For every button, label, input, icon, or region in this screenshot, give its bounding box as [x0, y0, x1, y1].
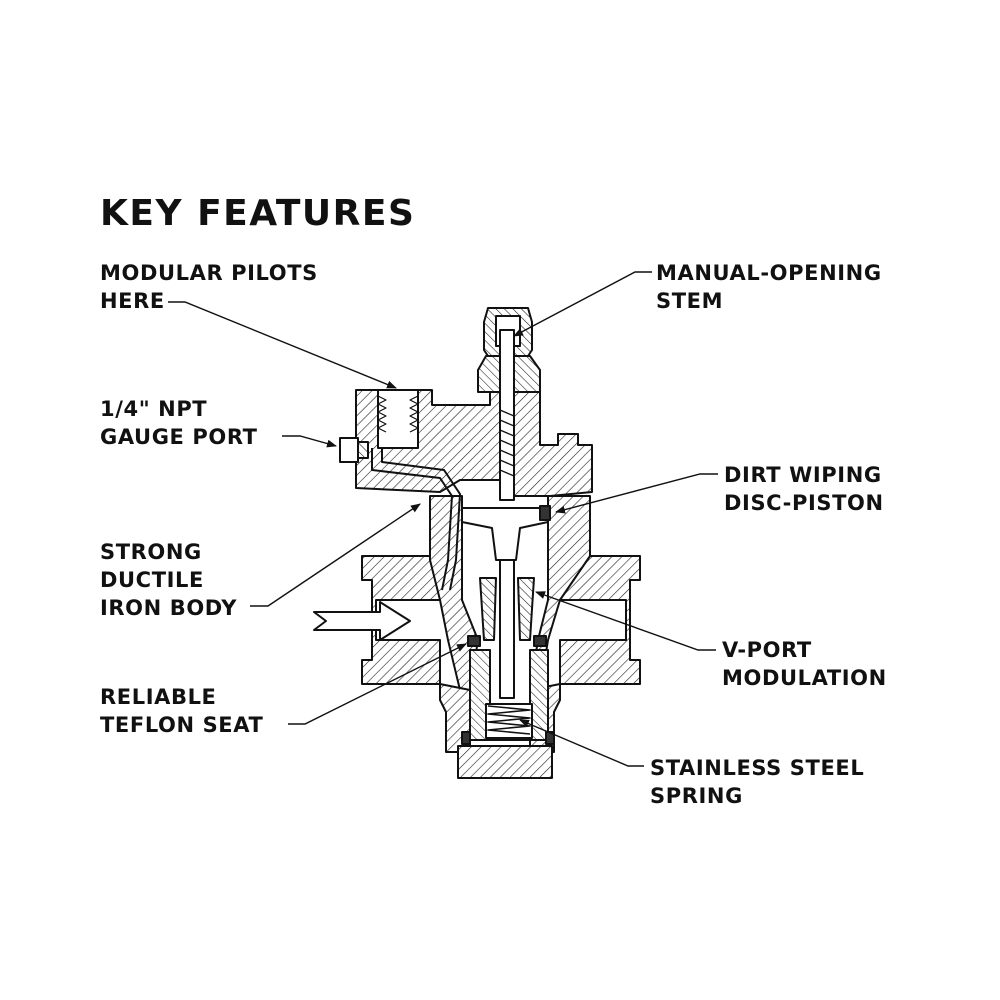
callout-line: MANUAL-OPENING — [656, 261, 882, 285]
seat-ring-right — [533, 635, 547, 647]
leader-gauge-port — [282, 435, 337, 448]
stem-thread — [499, 409, 515, 477]
leader-vport — [535, 591, 716, 651]
callout-dirt-wiping: DIRT WIPING DISC-PISTON — [724, 461, 884, 517]
disc-piston — [461, 507, 549, 561]
vport-plug-left — [479, 577, 497, 641]
callout-line: HERE — [100, 289, 165, 313]
callout-line: IRON BODY — [100, 596, 238, 620]
callout-line: STRONG — [100, 540, 202, 564]
o-ring-left — [461, 731, 471, 745]
flow-arrow-icon — [313, 601, 411, 641]
callout-line: RELIABLE — [100, 685, 217, 709]
callout-line: DUCTILE — [100, 568, 204, 592]
side-plug-nut — [357, 441, 369, 459]
callout-line: STEM — [656, 289, 724, 313]
callout-gauge-port: 1/4" NPT GAUGE PORT — [100, 395, 258, 451]
o-ring-right — [545, 731, 555, 745]
side-plug — [339, 437, 359, 463]
callout-line: MODULATION — [722, 666, 887, 690]
callout-line: DISC-PISTON — [724, 491, 884, 515]
gauge-port-thread — [377, 395, 419, 433]
pilot-passage — [371, 448, 453, 591]
callout-spring: STAINLESS STEEL SPRING — [650, 754, 864, 810]
leader-modular-pilots — [168, 301, 397, 389]
callout-line: STAINLESS STEEL — [650, 756, 865, 780]
vport-plug-right — [517, 577, 535, 641]
leader-teflon-seat — [288, 643, 467, 725]
piston-seal — [539, 505, 551, 521]
leader-dirt-wiping — [555, 473, 718, 514]
callout-ductile-body: STRONG DUCTILE IRON BODY — [100, 538, 237, 622]
leader-spring — [519, 719, 644, 767]
callout-line: V-PORT — [722, 638, 812, 662]
bottom-cap — [457, 745, 553, 779]
pilot-passage — [381, 448, 461, 591]
callout-modular-pilots: MODULAR PILOTS HERE — [100, 259, 318, 315]
callout-line: MODULAR PILOTS — [100, 261, 318, 285]
page-title: KEY FEATURES — [100, 193, 416, 234]
right-flange — [559, 555, 641, 685]
leader-ductile-body — [250, 503, 421, 607]
leader-manual-stem — [513, 271, 652, 337]
vport-stem — [499, 559, 515, 699]
teflon-seat — [467, 635, 481, 647]
callout-line: GAUGE PORT — [100, 425, 258, 449]
callout-line: 1/4" NPT — [100, 397, 208, 421]
callout-teflon-seat: RELIABLE TEFLON SEAT — [100, 683, 263, 739]
callout-line: SPRING — [650, 784, 743, 808]
callout-line: TEFLON SEAT — [100, 713, 264, 737]
callout-vport: V-PORT MODULATION — [722, 636, 887, 692]
spring-coils — [487, 705, 531, 735]
stem-shaft — [499, 329, 515, 501]
callout-line: DIRT WIPING — [724, 463, 882, 487]
callout-manual-stem: MANUAL-OPENING STEM — [656, 259, 882, 315]
